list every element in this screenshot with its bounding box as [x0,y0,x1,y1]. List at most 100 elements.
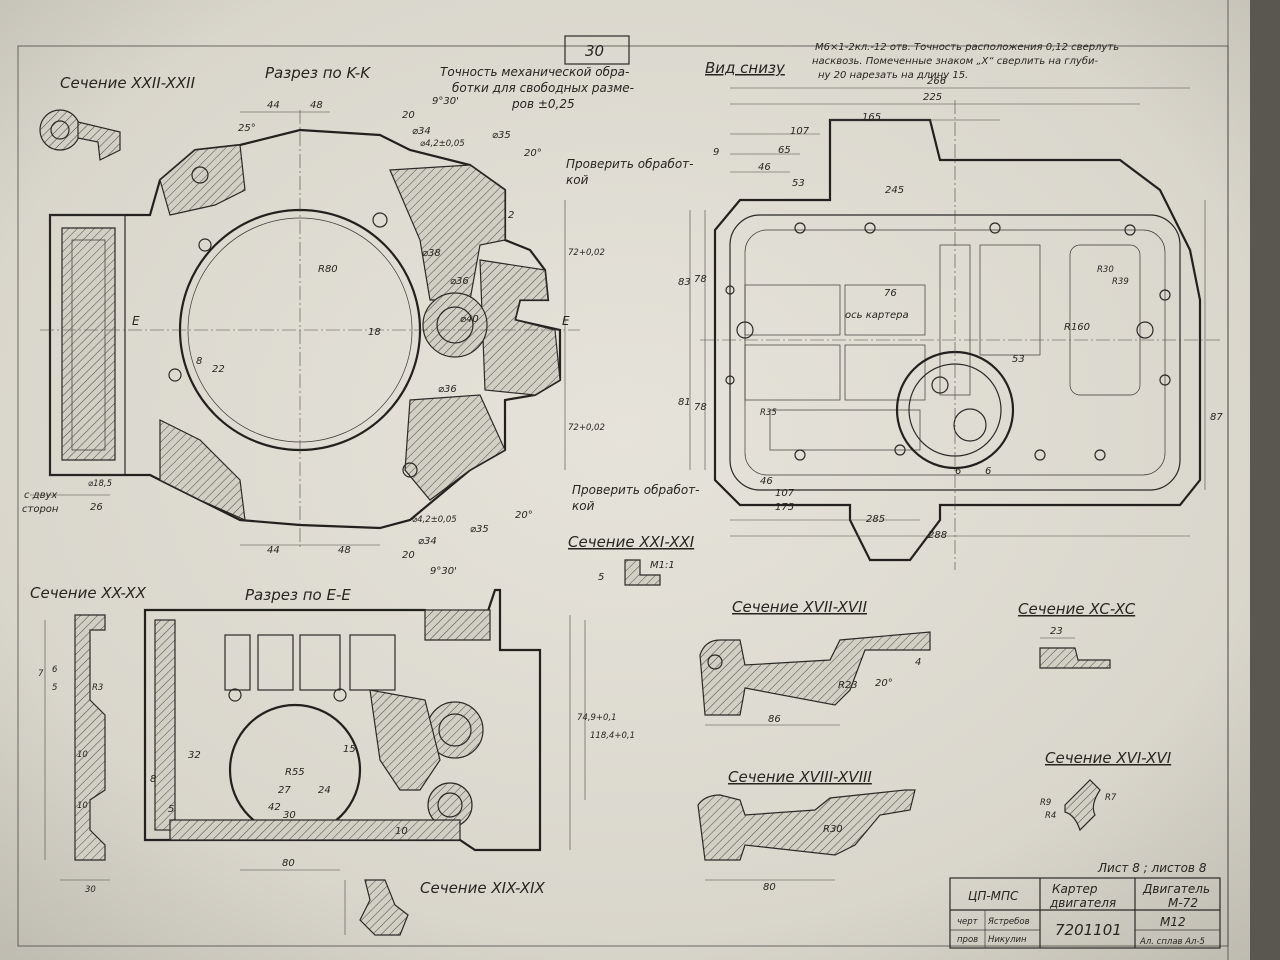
kk-dim-20b: 20 [402,550,415,561]
bv-dim-285: 285 [866,514,885,525]
kk-dim-r80: R80 [318,264,338,275]
kk-dim-18: 18 [368,327,381,338]
kk-dim-angle-b: 9°30' [430,566,457,577]
kk-dim-20deg-b: 20° [515,510,533,521]
bv-dim-83: 83 [678,277,691,288]
title-part-line2: двигателя [1049,896,1116,910]
bv-dim-53b: 53 [1012,354,1025,365]
bv-dim-46b: 46 [760,476,773,487]
section-xxii: Сечение XXII-XXII [39,74,196,161]
sec-xvii-profile [699,631,931,716]
kk-dim-48b: 48 [338,545,351,556]
bv-dim-65: 65 [778,145,791,156]
bottom-view-label: Вид снизу [705,59,786,77]
bv-dim-9: 9 [713,147,719,158]
kk-dim-d35: ⌀35 [492,130,511,141]
kk-dim-d34: ⌀34 [412,126,431,137]
ee-dim-80: 80 [282,858,295,869]
bv-dim-46: 46 [758,162,771,173]
note-both-sides-b: сторон [22,504,59,515]
bv-dim-r30: R30 [1097,265,1114,275]
scale-note: M1:1 [650,560,675,571]
kk-dim-d36a: ⌀36 [450,276,469,287]
bv-dim-6b: 6 [985,466,991,477]
title-doc-number: 7201101 [1055,921,1122,939]
section-xxi-label: Сечение XXI-XXI [568,533,695,551]
section-xx: Сечение XX-XX 7 6 5 10 10 30 R3 [30,584,147,895]
bv-dim-53: 53 [792,178,805,189]
kk-dim-d34b: ⌀34 [418,536,437,547]
check-note-top-line2: кой [566,173,589,187]
sec-xc-dim-23: 23 [1050,626,1063,637]
drill-note-line3: ну 20 нарезать на длину 15. [818,70,968,81]
bv-dim-6a: 6 [955,466,961,477]
kk-dim-44: 44 [267,100,280,111]
bv-dim-78b: 78 [694,402,707,413]
sec-xvii-dim-4: 4 [915,657,921,668]
accuracy-note: Точность механической обра- ботки для св… [440,65,634,111]
ee-dim-74: 74,9+0,1 [577,713,617,723]
title-engine-line1: Двигатель [1142,882,1210,896]
sheet-number-box: 30 [564,35,630,65]
kk-dim-8: 8 [196,356,202,367]
title-drawn-by: Ястребов [987,917,1030,927]
check-note-top: Проверить обработ- кой [566,157,694,187]
ee-dim-r55: R55 [285,767,305,778]
kk-marker-e-right: E [562,314,570,328]
ee-dim-15: 15 [343,744,356,755]
check-note-bottom-line2: кой [572,499,595,513]
ee-dim-5: 5 [168,804,174,815]
bv-dim-107b: 107 [775,488,795,499]
ee-dim-32: 32 [188,750,201,761]
frame-edge [1250,0,1280,960]
drill-note: M6×1-2кл.-12 отв. Точность расположения … [812,42,1119,81]
sec-xxi-dim-5: 5 [598,572,604,583]
sec-xvii-dim-86: 86 [768,714,781,725]
sec-xvi-dim-r9: R9 [1040,798,1051,808]
sheet-number: 30 [585,42,604,60]
drawing-border [17,45,1229,947]
kk-dim-48: 48 [310,100,323,111]
kk-dim-20deg: 20° [524,148,542,159]
title-material-note: Ал. сплав Ал-5 [1139,937,1205,947]
ee-dim-30: 30 [283,810,296,821]
section-xxi: Сечение XXI-XXI M1:1 5 [568,533,695,586]
drill-note-line2: насквозь. Помеченные знаком „X“ сверлить… [812,55,1098,67]
section-xc: Сечение XC-XC 23 [1018,600,1136,669]
section-xvi-label: Сечение XVI-XVI [1045,749,1172,767]
cut-kk-label: Разрез по K-K [265,64,371,82]
kk-dim-22: 22 [212,364,225,375]
section-xx-label: Сечение XX-XX [30,584,147,602]
sec-xvii-dim-r23: R23 [838,680,858,691]
kk-dim-angle: 9°30' [432,96,459,107]
kk-dim-20: 20 [402,110,415,121]
check-note-top-line1: Проверить обработ- [566,157,694,171]
accuracy-note-line3: ров ±0,25 [511,97,575,111]
kk-dim-d42: ⌀4,2±0,05 [420,139,465,149]
title-checked-by: Никулин [988,935,1027,945]
bv-dim-r160: R160 [1064,322,1090,333]
title-row-drawn: черт [957,917,979,927]
cut-ee-view: Разрез по E-E 74,9+0,1 118,4+0,1 30 80 2… [143,586,635,871]
sec-xx-dim-6: 6 [52,665,58,675]
bottom-view: Вид снизу M6×1-2кл.-12 отв. Точность рас… [678,42,1223,570]
bv-dim-78a: 78 [694,274,707,285]
ee-dim-27: 27 [278,785,291,796]
section-xvii: Сечение XVII-XVII 86 R23 20° 4 [699,598,931,726]
bv-dim-81: 81 [678,397,691,408]
title-org: ЦП-МПС [968,889,1019,903]
section-xix-label: Сечение XIX-XIX [420,879,546,897]
ee-dim-24: 24 [318,785,331,796]
bv-dim-245: 245 [885,185,904,196]
sec-xviii-profile [697,789,916,861]
sec-xviii-dim-r30: R30 [823,824,843,835]
bv-dim-76: 76 [884,288,897,299]
bv-dim-165: 165 [862,112,881,123]
drill-note-line1: M6×1-2кл.-12 отв. Точность расположения … [815,42,1119,53]
bv-dim-107: 107 [790,126,810,137]
note-both-sides-a: с двух [24,490,57,501]
kk-dim-44b: 44 [267,545,280,556]
cut-ee-label: Разрез по E-E [245,586,351,604]
sec-xvii-dim-20deg: 20° [875,678,893,689]
